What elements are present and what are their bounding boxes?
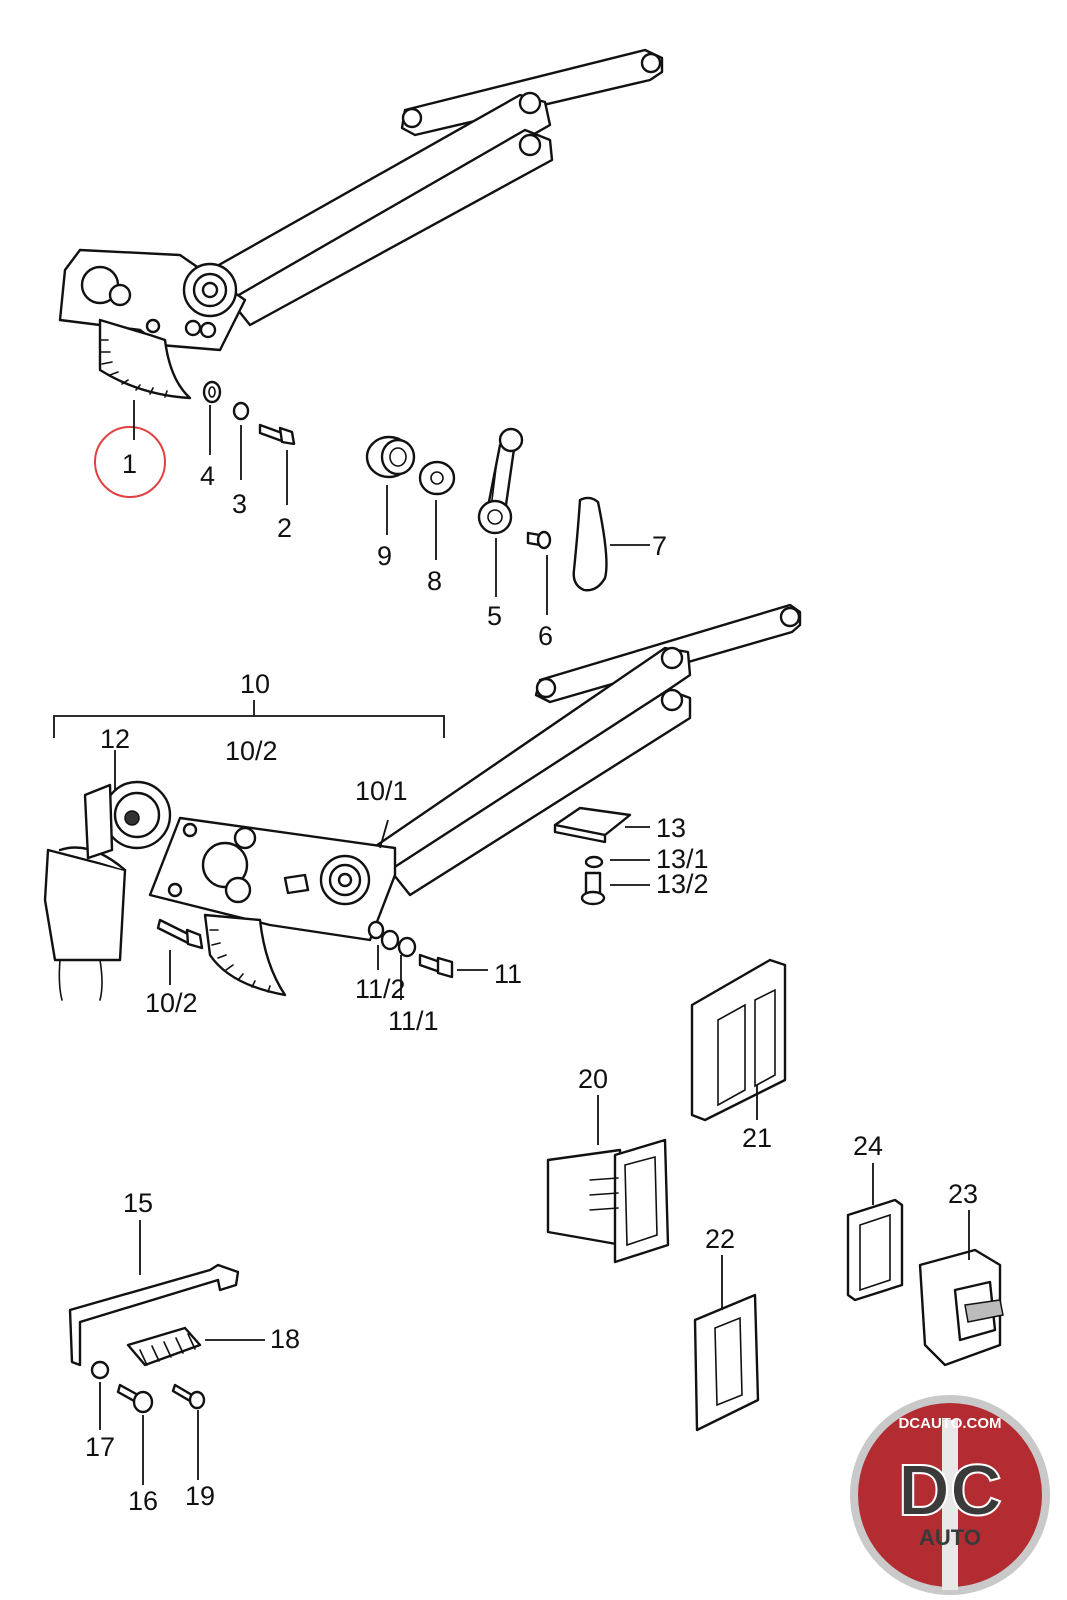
- label-23: 23: [948, 1179, 978, 1209]
- label-13-2: 13/2: [656, 869, 709, 899]
- logo-mark: DC: [898, 1451, 1002, 1531]
- hardware-11: [367, 920, 454, 979]
- label-10: 10: [240, 669, 270, 699]
- bracket-10: [53, 715, 445, 738]
- screw-16: [116, 1383, 154, 1414]
- label-18: 18: [270, 1324, 300, 1354]
- label-11: 11: [494, 959, 522, 989]
- bolt-10-2: [156, 918, 204, 950]
- window-crank-handle-5: [477, 427, 524, 535]
- label-10-2-top: 10/2: [225, 736, 278, 766]
- label-2: 2: [277, 513, 292, 543]
- logo-subtext: AUTO: [919, 1525, 981, 1550]
- bushing-9: [365, 435, 416, 479]
- bezel-24: [846, 1198, 904, 1302]
- label-7: 7: [652, 531, 667, 561]
- switch-housing-20: [546, 1138, 670, 1264]
- label-4: 4: [200, 461, 215, 491]
- label-24: 24: [853, 1131, 883, 1161]
- label-13: 13: [656, 813, 686, 843]
- label-19: 19: [185, 1481, 215, 1511]
- screw-13-2: [580, 871, 606, 906]
- slide-block-13: [553, 806, 632, 844]
- label-12: 12: [100, 724, 130, 754]
- motor-12: [43, 780, 172, 1001]
- label-17: 17: [85, 1432, 115, 1462]
- logo-url: DCAUTO.COM: [898, 1415, 1001, 1432]
- mounting-bracket-15: [68, 1263, 240, 1367]
- bolt-2: [258, 423, 296, 446]
- dcauto-logo: DCAUTO.COM DC AUTO: [850, 1395, 1050, 1595]
- power-regulator-drawing: [148, 603, 802, 997]
- escutcheon-8: [418, 460, 456, 496]
- washer-4: [202, 380, 222, 404]
- washer-13-1: [584, 855, 604, 869]
- label-11-2: 11/2: [355, 974, 406, 1004]
- screw-6: [526, 530, 552, 550]
- label-15: 15: [123, 1188, 153, 1218]
- label-11-1: 11/1: [388, 1006, 439, 1036]
- bezel-22: [693, 1293, 760, 1432]
- heat-sink-18: [126, 1326, 202, 1367]
- label-10-1: 10/1: [355, 776, 408, 806]
- clip-17: [90, 1360, 110, 1380]
- bezel-21: [690, 958, 787, 1122]
- label-9: 9: [377, 541, 392, 571]
- switch-23: [918, 1248, 1004, 1367]
- label-10-2-bolt: 10/2: [145, 988, 198, 1018]
- label-1: 1: [122, 449, 137, 479]
- label-5: 5: [487, 601, 502, 631]
- part-1-highlight: [94, 426, 166, 498]
- label-13-1: 13/1: [656, 844, 709, 874]
- label-21: 21: [742, 1123, 772, 1153]
- manual-regulator-drawing: [58, 48, 664, 400]
- screw-19: [171, 1383, 206, 1410]
- crank-knob-7: [572, 496, 608, 592]
- label-16: 16: [128, 1486, 158, 1516]
- callout-labels: 1 4 3 2 9 8 5 6 7 10 10/2 12 10/1 13 13/…: [85, 449, 978, 1516]
- label-20: 20: [578, 1064, 608, 1094]
- label-3: 3: [232, 489, 247, 519]
- lock-washer-3: [232, 401, 250, 421]
- label-6: 6: [538, 621, 553, 651]
- label-8: 8: [427, 566, 442, 596]
- label-22: 22: [705, 1224, 735, 1254]
